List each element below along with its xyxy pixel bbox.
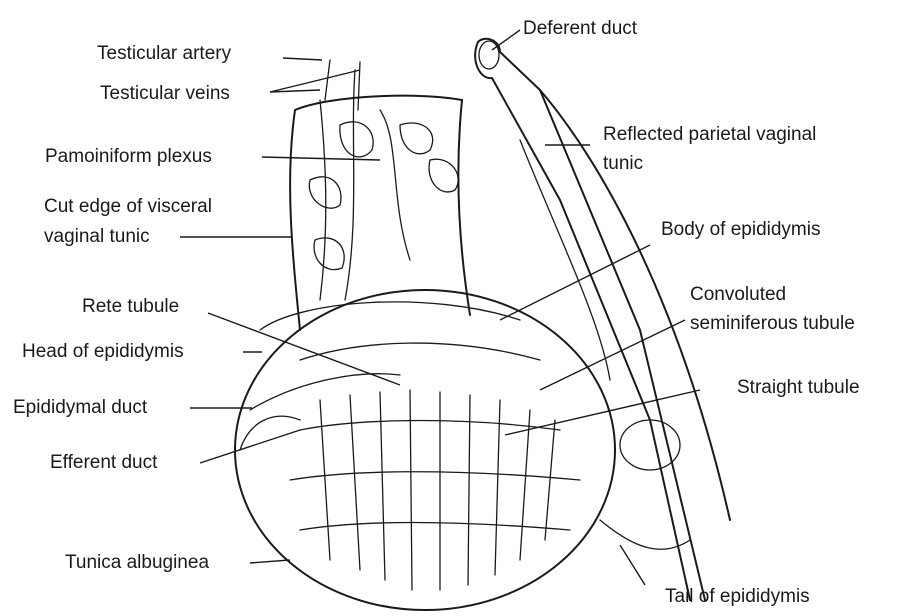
label-reflected-line1: Reflected parietal vaginal — [603, 124, 816, 146]
label-cut-edge-line2: vaginal tunic — [44, 226, 150, 248]
label-pampiniform-plexus: Pamoiniform plexus — [45, 146, 212, 168]
label-efferent-duct: Efferent duct — [50, 452, 157, 474]
label-testicular-veins: Testicular veins — [100, 83, 230, 105]
label-straight-tubule: Straight tubule — [737, 377, 860, 399]
label-testicular-artery: Testicular artery — [97, 43, 231, 65]
label-body-of-epididymis: Body of epididymis — [661, 219, 820, 241]
testis-body-drawing — [235, 290, 690, 610]
label-tunica-albuginea: Tunica albuginea — [65, 552, 209, 574]
label-convoluted-line1: Convoluted — [690, 284, 786, 306]
label-cut-edge-line1: Cut edge of visceral — [44, 196, 212, 218]
label-head-of-epididymis: Head of epididymis — [22, 341, 184, 363]
label-rete-tubule: Rete tubule — [82, 296, 179, 318]
label-epididymal-duct: Epididymal duct — [13, 397, 147, 419]
label-tail-of-epididymis: Tail of epididymis — [665, 586, 810, 608]
label-deferent-duct: Deferent duct — [523, 18, 637, 40]
spermatic-cord-drawing — [290, 60, 470, 330]
label-reflected-line2: tunic — [603, 153, 643, 175]
label-convoluted-line2: seminiferous tubule — [690, 313, 855, 335]
